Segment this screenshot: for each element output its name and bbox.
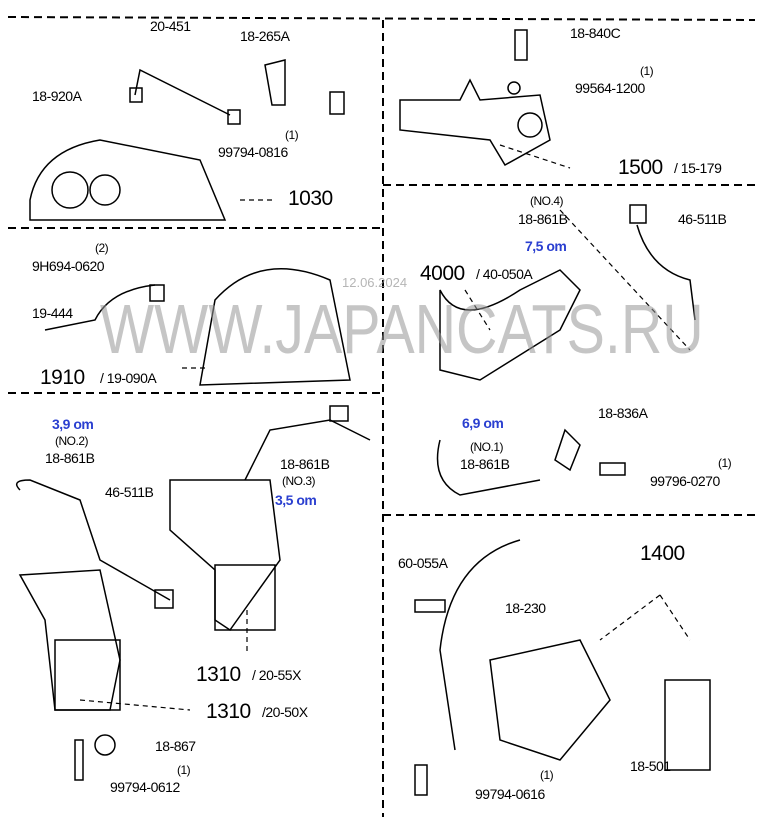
part-label: 99796-0270 [650,473,720,489]
ref-label: /20-50X [262,704,308,720]
position-label: (NO.3) [282,474,316,488]
ref-label: / 19-090A [100,370,157,386]
ref-label: / 15-179 [674,160,722,176]
part-label: 46-511B [678,211,727,227]
part-label: 18-867 [155,738,196,754]
part-label: 18-920A [32,88,82,104]
quantity-label: (1) [640,64,654,78]
part-label: 18-265A [240,28,290,44]
resistance-annotation: 3,9 om [52,416,94,432]
part-label: 20-451 [150,18,191,34]
part-label: 18-230 [505,600,546,616]
position-label: (NO.4) [530,194,564,208]
ref-label: 1030 [288,187,333,210]
part-label: 99564-1200 [575,80,645,96]
watermark: WWW.JAPANCATS.RU [100,290,704,368]
ref-label: 1400 [640,542,685,565]
part-label: 99794-0616 [475,786,545,802]
part-label: 46-511B [105,484,154,500]
part-label: 18-836A [598,405,648,421]
part-label: 18-861B [518,211,568,227]
position-label: (NO.1) [470,440,504,454]
ref-label: 1310 [206,700,251,723]
resistance-annotation: 3,5 om [275,492,317,508]
resistance-annotation: 7,5 om [525,238,567,254]
position-label: (NO.2) [55,434,89,448]
leader-lines [79,144,691,711]
part-label: 18-861B [280,456,330,472]
quantity-label: (1) [285,128,299,142]
part-label: 9H694-0620 [32,258,105,274]
part-label: 18-861B [45,450,95,466]
part-label: 18-501 [630,758,671,774]
part-label: 99794-0816 [218,144,288,160]
part-label: 19-444 [32,305,73,321]
part-label: 99794-0612 [110,779,180,795]
ref-label: 1310 [196,663,241,686]
sensor-drawings [15,29,711,796]
quantity-label: (2) [95,241,109,255]
ref-label: 1910 [40,366,85,389]
ref-label: / 40-050A [476,266,533,282]
watermark-date: 12.06.2024 [342,275,408,290]
part-label: 18-840C [570,25,621,41]
ref-label: / 20-55X [252,667,301,683]
quantity-label: (1) [718,456,732,470]
resistance-annotation: 6,9 om [462,415,504,431]
ref-label: 4000 [420,262,465,285]
quantity-label: (1) [177,763,191,777]
part-label: 60-055A [398,555,448,571]
quantity-label: (1) [540,768,554,782]
part-label: 18-861B [460,456,510,472]
ref-label: 1500 [618,156,663,179]
panel-dividers [7,16,756,817]
